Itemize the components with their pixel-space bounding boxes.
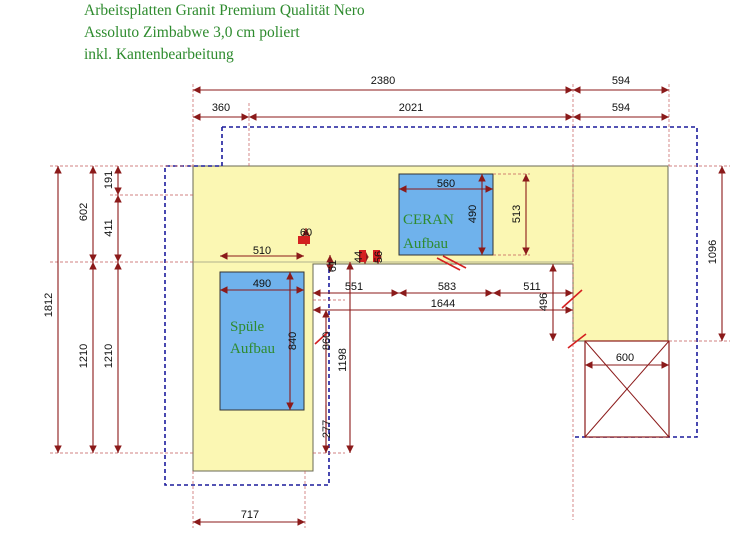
edge-markers	[298, 236, 380, 262]
dim-510: 510	[253, 245, 271, 257]
dim-594-top: 594	[612, 75, 630, 87]
diagonal-markers	[314, 255, 587, 349]
dim-560: 560	[437, 178, 455, 190]
title-line-1: Arbeitsplatten Granit Premium Qualität N…	[84, 2, 365, 19]
dim-513: 513	[511, 205, 523, 223]
dim-56: 56	[373, 251, 385, 263]
dim-551: 551	[345, 281, 363, 293]
dim-1210-inner: 1210	[103, 344, 115, 368]
dim-1644: 1644	[431, 298, 455, 310]
title-block: Arbeitsplatten Granit Premium Qualität N…	[84, 0, 365, 66]
dim-1210-outer: 1210	[78, 344, 90, 368]
dim-2380: 2380	[371, 75, 395, 87]
ceran-label-2: Aufbau	[403, 236, 448, 252]
dim-44: 44	[353, 251, 365, 263]
dim-600: 600	[616, 352, 634, 364]
dim-583: 583	[438, 281, 456, 293]
dim-496: 496	[538, 293, 550, 311]
dim-61: 61	[327, 260, 339, 272]
dimension-lines	[54, 86, 726, 526]
dim-2021: 2021	[399, 102, 423, 114]
dim-1812: 1812	[43, 293, 55, 317]
dim-360: 360	[212, 102, 230, 114]
dim-594-second: 594	[612, 102, 630, 114]
dim-277: 277	[321, 420, 333, 438]
dim-1198: 1198	[337, 348, 349, 372]
dim-60: 60	[300, 227, 312, 239]
sink-label-2: Aufbau	[230, 341, 275, 357]
sink-label: Spüle	[230, 319, 265, 335]
title-line-2: Assoluto Zimbabwe 3,0 cm poliert	[84, 24, 300, 41]
dim-490-sink: 490	[253, 278, 271, 290]
dim-1096: 1096	[707, 240, 719, 264]
title-line-3: inkl. Kantenbearbeitung	[84, 46, 234, 63]
dim-860: 860	[321, 332, 333, 350]
dim-191: 191	[103, 171, 115, 189]
dim-602: 602	[78, 203, 90, 221]
dim-411: 411	[103, 219, 115, 237]
appliance-box	[584, 340, 670, 438]
dim-490-ceran: 490	[467, 205, 479, 223]
dim-717: 717	[241, 509, 259, 521]
dim-511: 511	[523, 281, 541, 293]
dim-840: 840	[287, 332, 299, 350]
ceran-label: CERAN	[403, 212, 454, 228]
